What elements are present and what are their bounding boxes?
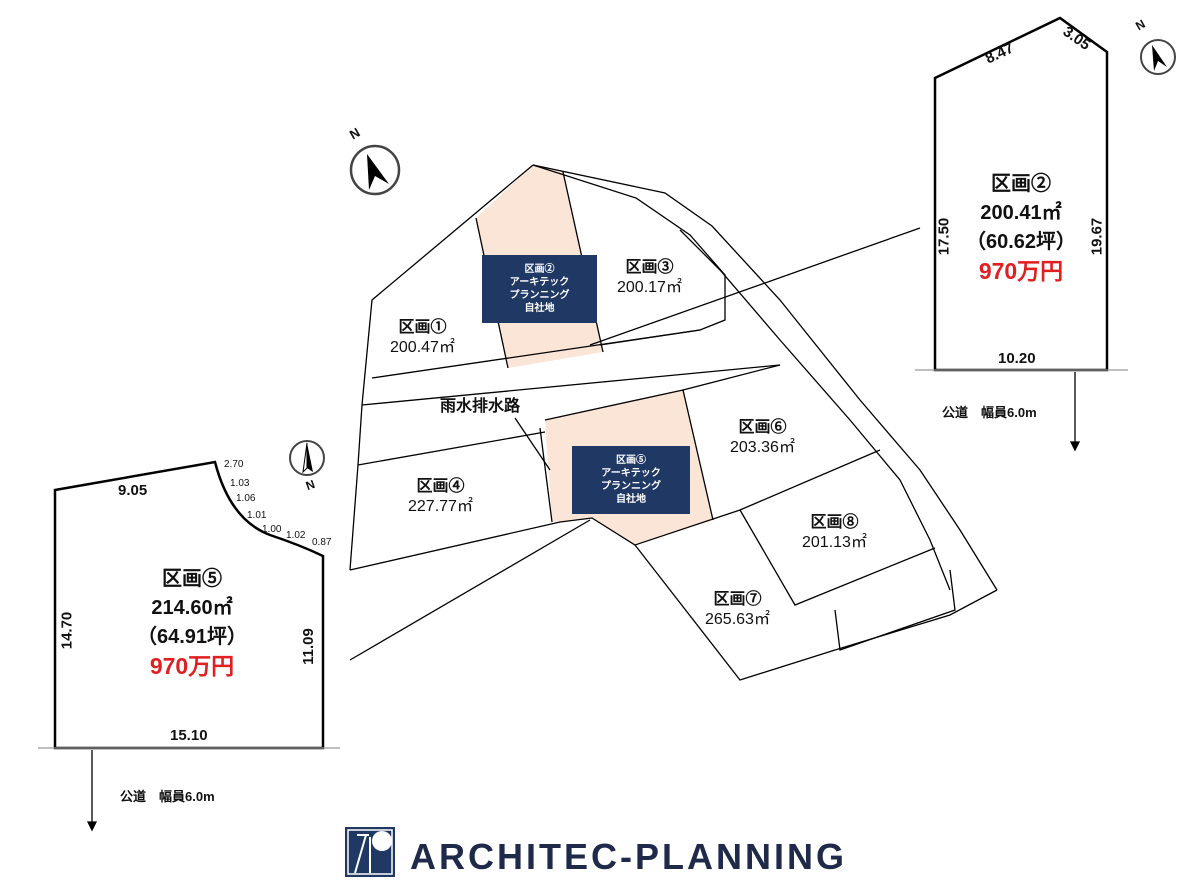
- outer-boundary-top: [532, 164, 998, 591]
- dim-curve: 1.00: [262, 524, 282, 535]
- drainage-label: 雨水排水路: [440, 398, 521, 415]
- north-compass-icon: [289, 440, 325, 476]
- north-compass-icon: [1140, 39, 1176, 75]
- road-label: 公道 幅員6.0m: [942, 405, 1037, 420]
- north-compass-icon: [349, 144, 401, 196]
- road-label: 公道 幅員6.0m: [120, 789, 215, 804]
- dim-left: 17.50: [935, 217, 953, 256]
- dim-bottom: 15.10: [170, 727, 208, 744]
- dim-top: 9.05: [118, 482, 148, 499]
- company-logo-text: ARCHITEC-PLANNING: [410, 836, 847, 877]
- dim-right: 11.09: [299, 628, 317, 665]
- dim-curve: 0.87: [312, 537, 332, 548]
- dim-right: 19.67: [1088, 217, 1106, 256]
- plot5-detail-outline: [53, 460, 325, 750]
- logo-mark-icon: [345, 827, 395, 877]
- dim-curve: 1.02: [286, 530, 306, 541]
- dim-curve: 2.70: [224, 459, 244, 470]
- plot2-detail-outline: [933, 16, 1109, 372]
- dim-curve: 1.06: [236, 493, 256, 504]
- dim-left: 14.70: [58, 611, 76, 650]
- dim-curve: 1.03: [230, 478, 250, 489]
- dim-curve: 1.01: [247, 510, 267, 521]
- dim-bottom: 10.20: [998, 350, 1036, 367]
